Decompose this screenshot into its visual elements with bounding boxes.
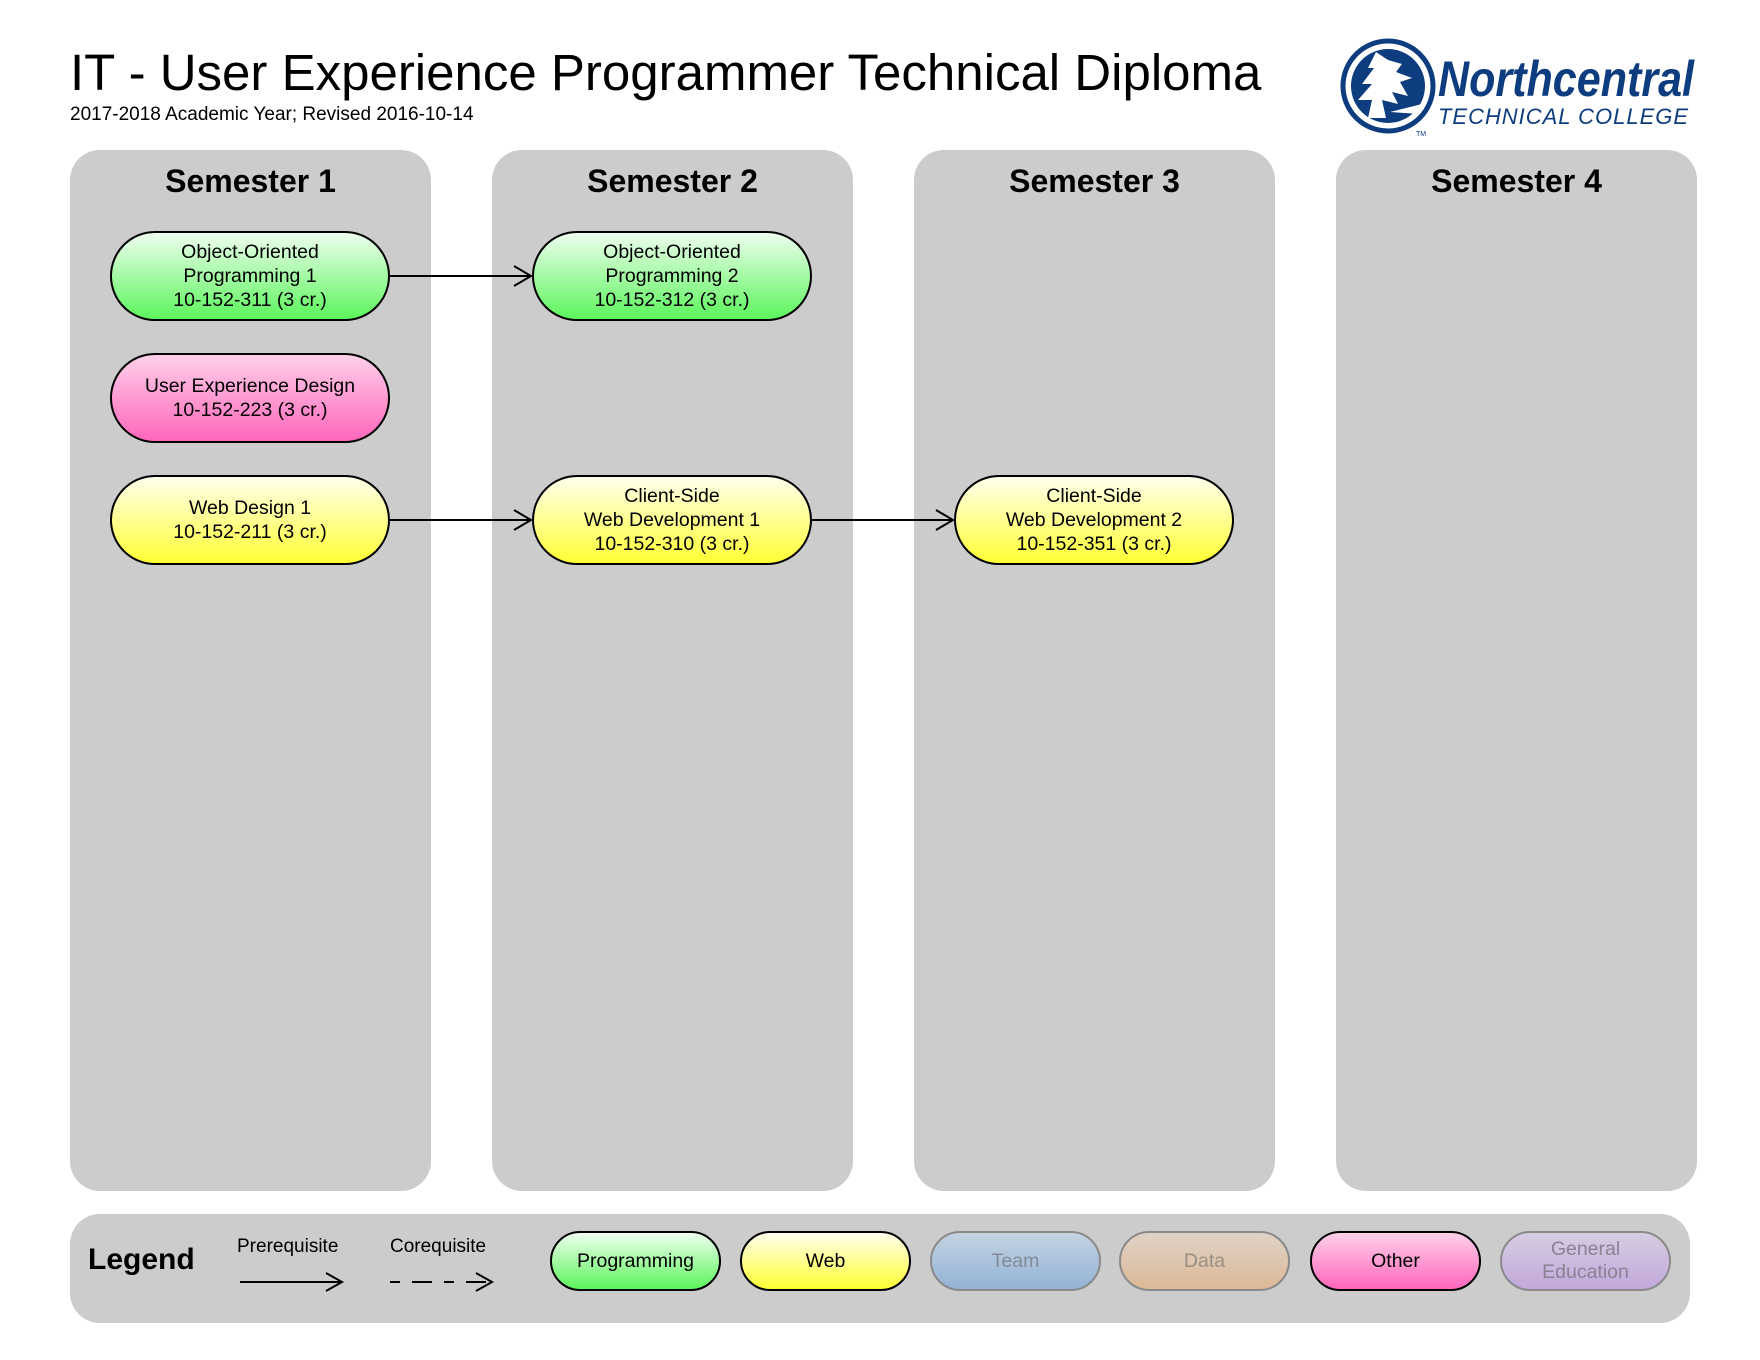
course-node-wd1[interactable]: Web Design 1 10-152-211 (3 cr.) <box>110 475 390 565</box>
legend-category-data: Data <box>1119 1231 1290 1291</box>
legend-corequisite-label: Corequisite <box>390 1236 487 1257</box>
legend-title: Legend <box>88 1243 195 1276</box>
course-node-uxd[interactable]: User Experience Design 10-152-223 (3 cr.… <box>110 353 390 443</box>
logo-name: Northcentral <box>1438 51 1695 107</box>
course-name-line: Object-Oriented <box>181 241 319 263</box>
semester-4-title: Semester 4 <box>1431 163 1602 199</box>
logo-trademark: TM <box>1416 131 1426 138</box>
legend: Legend Prerequisite Corequisite Programm… <box>70 1214 1690 1323</box>
legend-prerequisite-label: Prerequisite <box>237 1236 339 1257</box>
course-node-oop1[interactable]: Object-Oriented Programming 1 10-152-311… <box>110 231 390 321</box>
course-name-line: Programming 1 <box>183 265 317 287</box>
prerequisite-arrow-icon <box>240 1272 345 1292</box>
college-logo: TM Northcentral TECHNICAL COLLEGE <box>1340 38 1695 138</box>
semester-3-panel: Semester 3 <box>914 150 1275 1191</box>
pine-tree-emblem-icon <box>1340 38 1436 134</box>
course-name-line: Client-Side <box>1046 485 1142 507</box>
course-node-cswd1[interactable]: Client-Side Web Development 1 10-152-310… <box>532 475 812 565</box>
semester-2-title: Semester 2 <box>587 163 758 199</box>
legend-category-team: Team <box>930 1231 1101 1291</box>
course-node-oop2[interactable]: Object-Oriented Programming 2 10-152-312… <box>532 231 812 321</box>
legend-category-other: Other <box>1310 1231 1481 1291</box>
semester-4-panel: Semester 4 <box>1336 150 1697 1191</box>
legend-category-general-education: General Education <box>1500 1231 1671 1291</box>
semester-2-panel: Semester 2 <box>492 150 853 1191</box>
legend-category-web: Web <box>740 1231 911 1291</box>
course-code: 10-152-223 (3 cr.) <box>172 399 328 421</box>
course-name-line: User Experience Design <box>144 375 356 397</box>
course-name-line: Programming 2 <box>605 265 739 287</box>
legend-category-programming: Programming <box>550 1231 721 1291</box>
course-name-line: Web Development 2 <box>1005 509 1183 531</box>
course-code: 10-152-310 (3 cr.) <box>594 533 750 555</box>
course-code: 10-152-211 (3 cr.) <box>173 521 327 543</box>
semester-1-title: Semester 1 <box>165 163 336 199</box>
logo-tagline: TECHNICAL COLLEGE <box>1438 104 1688 129</box>
course-name-line: Web Design 1 <box>188 497 312 519</box>
course-code: 10-152-351 (3 cr.) <box>1016 533 1172 555</box>
page-subtitle: 2017-2018 Academic Year; Revised 2016-10… <box>70 104 474 125</box>
semester-1-panel: Semester 1 <box>70 150 431 1191</box>
page-title: IT - User Experience Programmer Technica… <box>70 44 1262 101</box>
course-name-line: Web Development 1 <box>583 509 761 531</box>
course-name-line: Object-Oriented <box>603 241 741 263</box>
course-name-line: Client-Side <box>624 485 720 507</box>
course-node-cswd2[interactable]: Client-Side Web Development 2 10-152-351… <box>954 475 1234 565</box>
course-code: 10-152-311 (3 cr.) <box>173 289 327 311</box>
semester-3-title: Semester 3 <box>1009 163 1180 199</box>
corequisite-dashed-arrow-icon <box>390 1272 495 1292</box>
course-code: 10-152-312 (3 cr.) <box>594 289 750 311</box>
